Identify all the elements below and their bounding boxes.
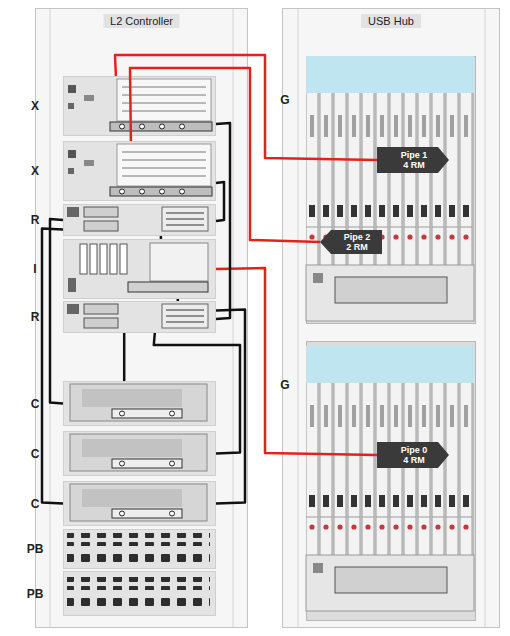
pipe-arrow-outline <box>320 230 382 254</box>
rack-unit: R <box>63 301 216 333</box>
pipe-box: Pipe 1 4 RM <box>377 147 449 173</box>
brick-letter: G <box>275 93 295 107</box>
link-cable <box>123 333 126 381</box>
graphics-cable <box>115 55 377 160</box>
unit-letter: C <box>22 397 48 411</box>
rack-unit: PB <box>63 571 216 616</box>
graphics-brick: GPipe 0 4 RM <box>306 341 476 621</box>
rack-unit: C <box>63 381 216 426</box>
rack-unit: X <box>63 76 216 136</box>
brick-letter: G <box>275 378 295 392</box>
rack-frame: USB HubGPipe 1 4 RMPipe 2 2 RMGPipe 0 4 … <box>282 8 500 628</box>
rack-unit: C <box>63 481 216 526</box>
pipe-label: Pipe 1 4 RM <box>399 150 429 170</box>
rack-unit: PB <box>63 529 216 569</box>
link-cable <box>216 310 245 504</box>
unit-letter: PB <box>22 542 48 556</box>
unit-letter: C <box>22 447 48 461</box>
link-cable <box>160 236 163 239</box>
rack-unit: X <box>63 141 216 201</box>
unit-letter: X <box>22 99 48 113</box>
pipe-arrow-outline <box>377 147 449 173</box>
rack-unit: C <box>63 431 216 476</box>
pipe-label: Pipe 2 2 RM <box>342 232 372 252</box>
link-cable <box>50 219 63 404</box>
unit-letter: R <box>22 310 48 324</box>
unit-letter: I <box>22 262 48 276</box>
unit-letter: C <box>22 497 48 511</box>
rack-title: USB Hub <box>361 14 421 28</box>
graphics-cable <box>216 268 377 455</box>
link-cable <box>216 123 230 319</box>
link-cable <box>42 229 63 504</box>
rack-frame: L2 ControllerXXRIRCCCPBPB <box>35 8 248 628</box>
link-cable <box>154 333 240 454</box>
link-cable <box>216 182 224 221</box>
unit-letter: R <box>22 213 48 227</box>
graphics-cable <box>130 68 320 242</box>
pipe-box: Pipe 0 4 RM <box>377 442 449 468</box>
pipe-box: Pipe 2 2 RM <box>320 230 382 254</box>
rack-title: L2 Controller <box>103 14 180 28</box>
unit-letter: X <box>22 164 48 178</box>
unit-letter: PB <box>22 587 48 601</box>
pipe-label: Pipe 0 4 RM <box>399 445 429 465</box>
pipe-arrow-outline <box>377 442 449 468</box>
link-cable <box>177 299 180 301</box>
graphics-brick: GPipe 1 4 RMPipe 2 2 RM <box>306 56 476 324</box>
rack-unit: I <box>63 239 216 299</box>
rack-unit: R <box>63 204 216 236</box>
